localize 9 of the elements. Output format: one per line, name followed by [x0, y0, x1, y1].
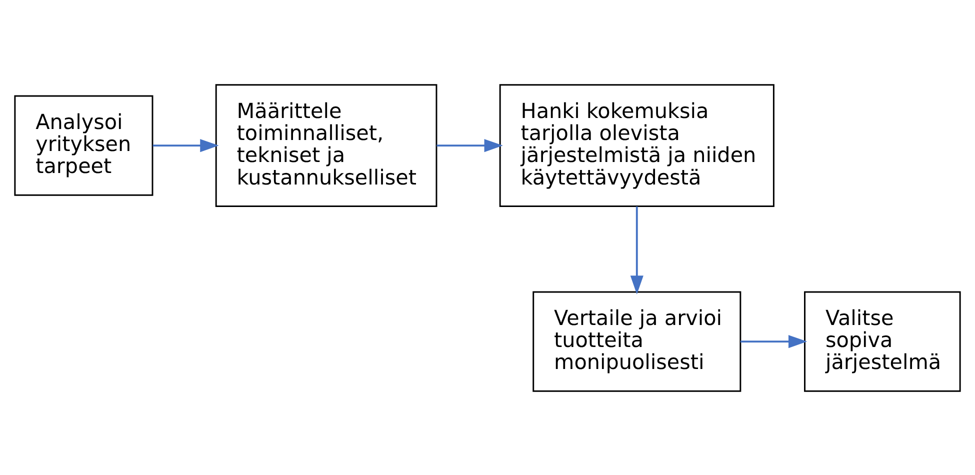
node-box: Valitse sopiva järjestelmä — [804, 290, 961, 392]
node-box: Vertaile ja arvioi tuotteita monipuolisesti — [532, 290, 742, 392]
node-box: Hanki kokemuksia tarjolla olevista järjestelmistä ja niiden käytettävyydestä — [499, 84, 774, 206]
node-box: Analysoi yrityksen tarpeet — [14, 94, 154, 196]
arrow — [152, 138, 219, 152]
arrow — [630, 206, 644, 294]
node-box: Määrittele toiminnalliset, tekniset ja kustannukselliset — [215, 84, 438, 206]
arrow — [436, 138, 503, 152]
arrow — [740, 334, 808, 348]
